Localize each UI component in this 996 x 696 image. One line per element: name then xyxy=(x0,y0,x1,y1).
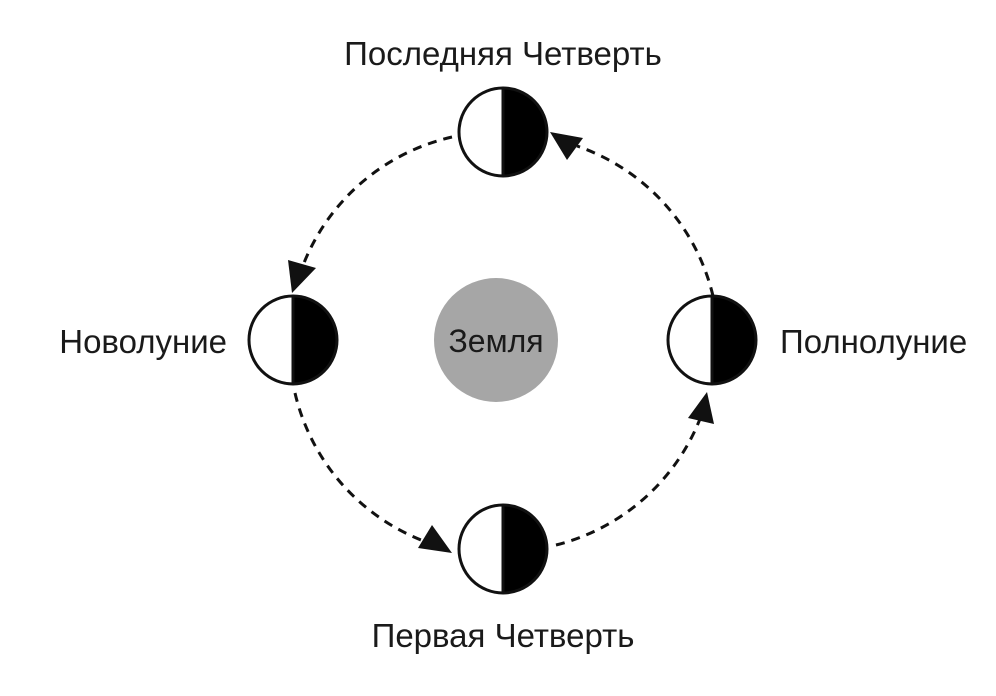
label-last-quarter: Последняя Четверть xyxy=(344,35,662,72)
arrow-head-top xyxy=(550,132,583,160)
moon-left-new-moon xyxy=(247,294,339,386)
earth-label: Земля xyxy=(448,323,543,359)
moon-right-full-moon xyxy=(666,294,758,386)
label-first-quarter: Первая Четверть xyxy=(372,617,635,654)
orbit-arc-bottom-to-right xyxy=(555,407,706,547)
orbit-arc-left-to-bottom xyxy=(293,392,439,548)
arrow-head-left xyxy=(288,260,316,293)
label-full-moon: Полнолуние xyxy=(780,323,967,360)
orbit-arc-top-to-left xyxy=(295,135,453,284)
label-new-moon: Новолуние xyxy=(59,323,227,360)
arrow-head-bottom xyxy=(418,525,452,553)
earth-circle xyxy=(434,278,558,402)
arrow-head-right xyxy=(688,392,714,424)
moon-bottom-first-quarter xyxy=(457,503,549,595)
moon-top-last-quarter xyxy=(457,86,549,178)
orbit-arc-right-to-top xyxy=(576,144,715,297)
